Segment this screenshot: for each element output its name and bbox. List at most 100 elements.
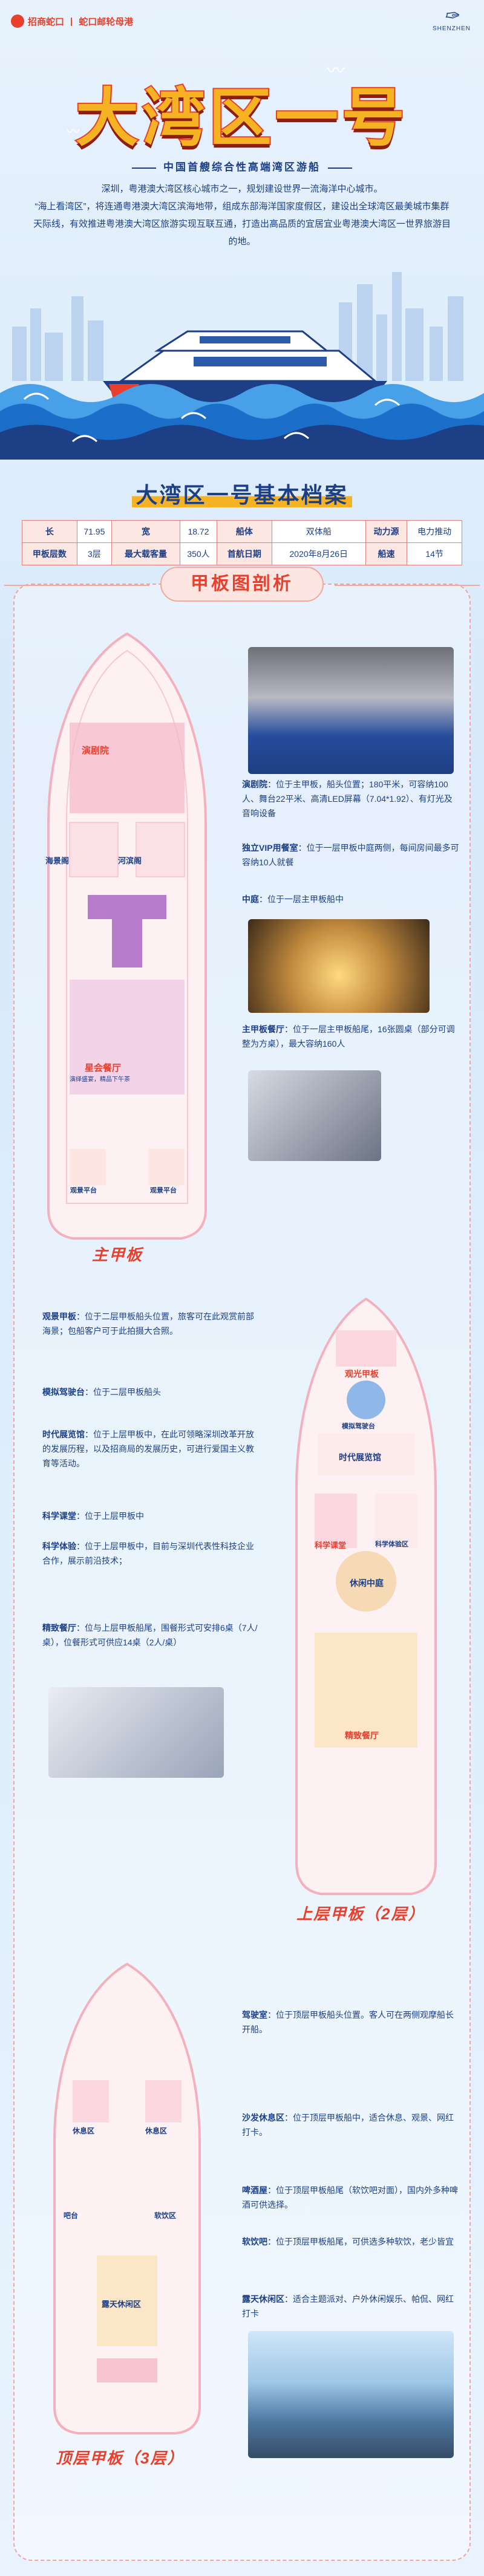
spec-value: 3层	[76, 542, 113, 565]
room-aft-strip	[97, 2358, 157, 2382]
upper-deck-plan	[295, 1297, 437, 1895]
callout-title: 独立VIP用餐室	[242, 843, 298, 853]
spec-value: 电力推动	[407, 520, 462, 543]
callout-text: ：位于一层主甲板船尾，16张圆桌（部分可调整为方桌），最大容纳160人	[242, 1024, 455, 1049]
spec-key: 长	[22, 520, 77, 543]
label-auditorium: 演剧院	[82, 746, 110, 756]
brand-divider: |	[70, 16, 73, 27]
wave-layer	[0, 424, 484, 460]
top-deck-label: 顶层甲板（3层）	[56, 2449, 185, 2467]
room-vip-right	[136, 822, 185, 877]
callout-title: 驾驶室	[242, 2010, 267, 2020]
label-vip-right: 河滨阁	[118, 856, 142, 865]
callout-title: 时代展览馆	[42, 1429, 85, 1439]
spec-value: 2020年8月26日	[271, 542, 366, 565]
atrium-photo	[248, 919, 430, 1013]
room-leisure	[97, 2256, 157, 2346]
callout-text: ：位于主甲板，船头位置；180平米，可容纳100人、舞台22平米、高清LED屏幕…	[242, 779, 453, 818]
room-vip-left	[69, 822, 119, 877]
callout-title: 科学课堂	[42, 1511, 76, 1521]
specs-table: 长 71.95 宽 18.72 船体 双体船 动力源 电力推动 甲板层数 3层 …	[22, 520, 462, 565]
spec-key: 船速	[365, 542, 408, 565]
spec-key: 甲板层数	[22, 542, 77, 565]
callout-beer: 啤酒屋：位于顶层甲板船尾（软饮吧对面），国内外多种啤酒可供选择。	[242, 2183, 460, 2212]
intro-paragraph: 深圳，粤港澳大湾区核心城市之一，规划建设世界一流海洋中心城市。	[101, 184, 383, 194]
brand-mark-icon	[11, 15, 24, 28]
room-right-lounge	[145, 2080, 182, 2122]
callout-text: ：位于顶层甲板船头位置。客人可在两侧观摩船长开船。	[242, 2010, 454, 2034]
deck-section-title: 甲板图剖析	[4, 567, 480, 602]
seagull-icon: 〰	[327, 61, 345, 81]
callout-dining: 精致餐厅：位与上层甲板船尾，围餐形式可安排6桌（7人/桌），位餐形式可供应14桌…	[42, 1621, 260, 1650]
spec-key: 宽	[111, 520, 180, 543]
callout-title: 主甲板餐厅	[242, 1024, 284, 1034]
specs-title: 大湾区一号基本档案	[0, 478, 484, 509]
callout-title: 沙发休息区	[242, 2113, 284, 2122]
restaurant-plan-photo	[248, 1070, 381, 1161]
hero-title: 大湾区一号	[74, 79, 408, 156]
callout-text: ：位于顶层甲板船尾，可供选多种软饮，老少皆宜	[267, 2237, 454, 2246]
callout-text: ：适合主题派对、户外休闲娱乐、帕侃、网红打卡	[242, 2294, 454, 2318]
seagull-icon: 〰	[387, 112, 399, 126]
callout-text: ：位于上层甲板中，目前与深圳代表性科技企业合作，展示前沿技术；	[42, 1541, 254, 1566]
wave-crests	[23, 392, 401, 443]
specs-title-text: 大湾区一号基本档案	[132, 483, 352, 507]
callout-text: ：位于顶层甲板船尾（软饮吧对面），国内外多种啤酒可供选择。	[242, 2185, 458, 2210]
city-skyline	[12, 272, 463, 381]
label-tech: 科学体验区	[375, 1541, 408, 1548]
table-row: 长 71.95 宽 18.72 船体 双体船 动力源 电力推动	[22, 520, 462, 543]
label-atrium: 休闲中庭	[350, 1578, 384, 1588]
main-deck-plan	[47, 632, 207, 1240]
room-science	[315, 1494, 357, 1548]
callout-title: 科学体验	[42, 1541, 76, 1551]
room-viewing	[336, 1330, 396, 1367]
callout-text: ：位与上层甲板船尾，围餐形式可安排6桌（7人/桌），位餐形式可供应14桌（2人/…	[42, 1623, 258, 1647]
room-sim	[347, 1381, 385, 1419]
spec-value: 14节	[407, 542, 462, 565]
room-tech	[375, 1494, 417, 1548]
callout-title: 模拟驾驶台	[42, 1387, 85, 1397]
label-leisure: 露天休闲区	[102, 2300, 142, 2309]
label-sim: 模拟驾驶台	[342, 1423, 375, 1430]
room-auditorium	[70, 723, 185, 813]
callout-bridge: 驾驶室：位于顶层甲板船头位置。客人可在两侧观摩船长开船。	[242, 2008, 460, 2037]
brand-sub: 蛇口邮轮母港	[79, 16, 134, 27]
label-gallery: 时代展览馆	[339, 1452, 381, 1462]
callout-title: 演剧院	[242, 779, 267, 789]
callout-title: 软饮吧	[242, 2237, 267, 2246]
spec-value: 双体船	[271, 520, 366, 543]
label-science: 科学课堂	[315, 1541, 347, 1550]
hero-intro: 深圳，粤港澳大湾区核心城市之一，规划建设世界一流海洋中心城市。 “海上看湾区”，…	[31, 180, 453, 250]
callout-text: ：位于一层主甲板船中	[259, 894, 344, 904]
callout-title: 啤酒屋	[242, 2185, 267, 2195]
hero-subtitle: 中国首艘综合性高端湾区游船	[0, 158, 484, 174]
label-aft-right: 观景平台	[150, 1187, 177, 1194]
label-left-lounge: 休息区	[73, 2127, 95, 2135]
dining-plan-photo	[48, 1687, 224, 1778]
callout-text: ：位于顶层甲板船中，适合休息、观景、网红打卡。	[242, 2113, 454, 2137]
main-deck-label: 主甲板	[92, 1246, 143, 1264]
callout-text: ：位于上层甲板中	[76, 1511, 144, 1521]
callout-atrium: 中庭：位于一层主甲板船中	[242, 892, 460, 906]
aft-platform-left	[70, 1149, 106, 1185]
callout-sim: 模拟驾驶台：位于二层甲板船头	[42, 1385, 260, 1399]
callout-text: ：位于一层甲板中庭两侧，每间房间最多可容纳10人就餐	[242, 843, 459, 867]
leisure-photo	[248, 2331, 454, 2458]
label-bar: 吧台	[64, 2211, 79, 2220]
atrium-stairs	[88, 895, 166, 968]
label-aft-left: 观景平台	[70, 1187, 97, 1194]
spec-key: 船体	[217, 520, 272, 543]
room-gallery	[318, 1433, 414, 1475]
room-left-lounge	[73, 2080, 109, 2122]
room-dining	[315, 1633, 417, 1748]
label-soft: 软饮区	[154, 2211, 177, 2220]
callout-title: 中庭	[242, 894, 259, 904]
spec-value: 350人	[179, 542, 218, 565]
signature-text: SHENZHEN	[432, 25, 471, 32]
spec-value: 18.72	[179, 520, 218, 543]
label-right-lounge: 休息区	[145, 2127, 168, 2135]
hero-illustration	[0, 272, 484, 460]
upper-deck-label: 上层甲板（2层）	[296, 1905, 425, 1923]
brand-name: 招商蛇口	[28, 16, 65, 27]
callout-soft: 软饮吧：位于顶层甲板船尾，可供选多种软饮，老少皆宜	[242, 2234, 460, 2249]
